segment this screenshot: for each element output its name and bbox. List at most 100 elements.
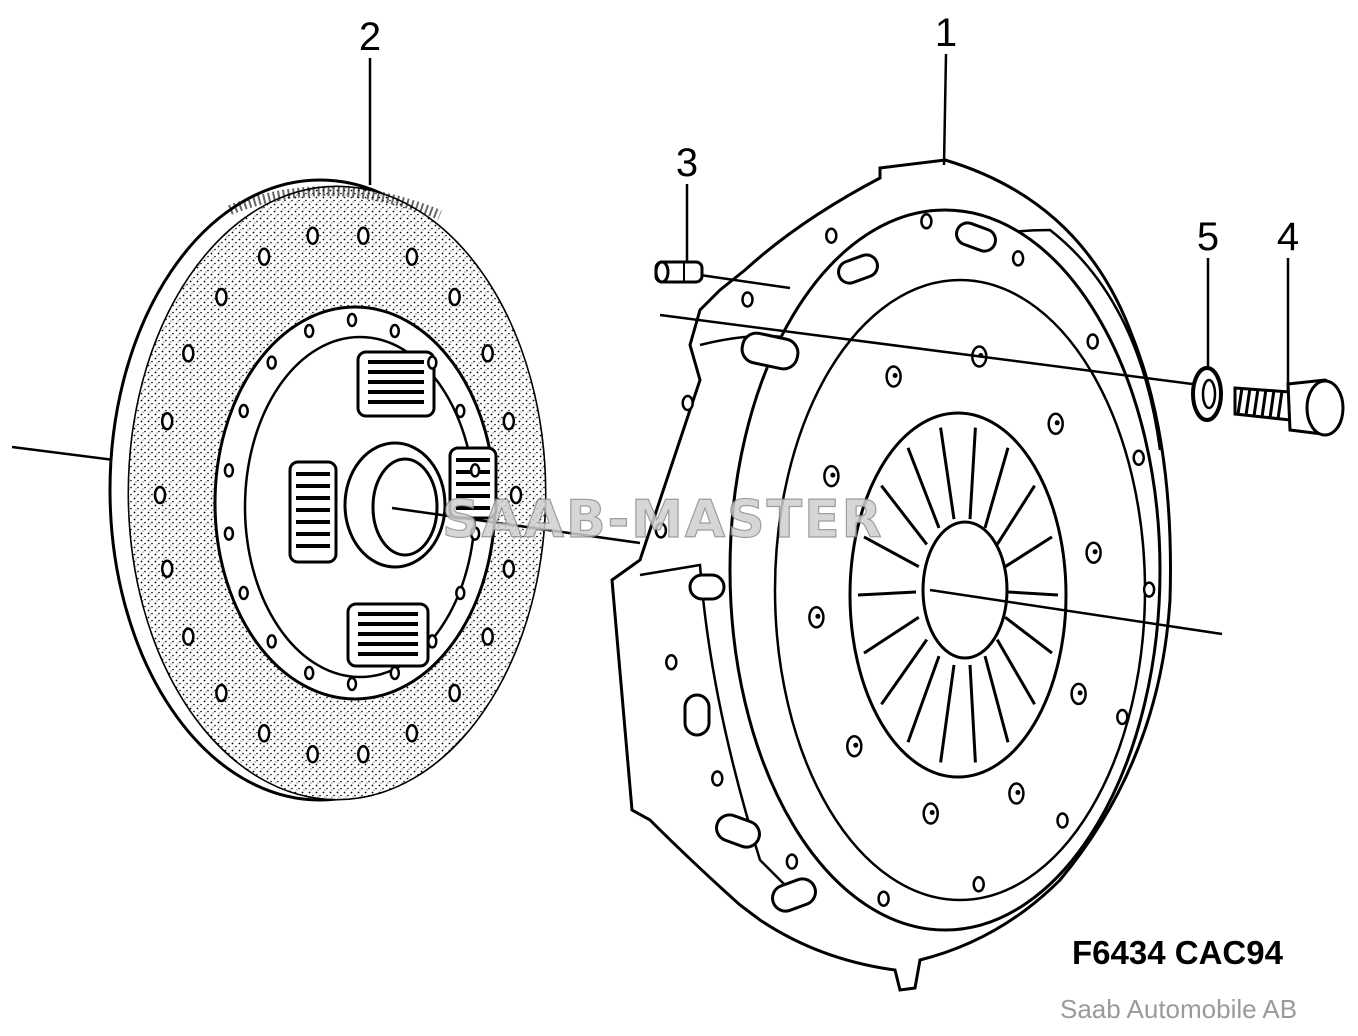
plate-rivet-hole [238, 585, 249, 601]
callout-4: 4 [1277, 215, 1299, 390]
diaphragm-finger-slot [983, 655, 1010, 743]
lining-rivet-hole [215, 683, 228, 703]
figure-code: F6434 CAC94 [1072, 934, 1283, 971]
lining-rivet-hole [502, 411, 516, 431]
axis-line-right [929, 588, 1223, 636]
plate-rivet-hole [266, 634, 277, 649]
cover-bolt-hole-center [815, 613, 821, 619]
diaphragm-finger-slot [863, 535, 920, 569]
watermark: SAAB-MASTER [442, 490, 884, 550]
plate-rivet-hole [455, 585, 466, 601]
cover-bolt-hole-center [929, 810, 935, 815]
diaphragm-finger-slot [1004, 535, 1053, 568]
plate-rivet-hole [427, 355, 438, 370]
diaphragm-finger-slot [906, 447, 941, 529]
cover-bolt-hole-center [853, 742, 859, 748]
diaphragm-center [921, 520, 1009, 660]
callout-1: 1 [935, 11, 957, 166]
lining-rivet-hole [160, 411, 174, 431]
diaphragm-finger-slot [880, 638, 929, 706]
damper-spring-top [356, 350, 436, 418]
pressure-plate [610, 158, 1223, 992]
lining-rivet-hole [481, 344, 494, 363]
lining-rivet-hole [357, 226, 370, 245]
cover-bolt-hole-center [1054, 420, 1060, 426]
lining-rivet-hole [153, 485, 167, 505]
lining-rivet-hole [257, 247, 271, 266]
lining-rivet-hole [182, 627, 195, 646]
callout-number-1: 1 [935, 11, 957, 55]
clutch-disc [11, 178, 641, 802]
plate-rivet-hole [469, 526, 481, 541]
diaphragm-finger-slot [857, 590, 917, 597]
plate-rivet-hole [346, 312, 358, 328]
axis-line-bolt [659, 313, 1201, 387]
plate-rivet-hole [223, 526, 235, 541]
diaphragm-finger-slot [995, 638, 1036, 706]
flange-hole [741, 291, 754, 308]
lining-rivet-hole [357, 745, 370, 764]
diaphragm-finger-slot [968, 664, 977, 763]
flange-hole [825, 227, 838, 244]
washer [1191, 366, 1223, 422]
diaphragm-finger-slot [939, 664, 956, 763]
lining-rivet-hole [481, 627, 494, 646]
callout-3: 3 [676, 141, 698, 262]
lining-rivet-hole [160, 559, 174, 579]
lining-rivet-hole [215, 287, 228, 307]
damper-spring-left [288, 460, 338, 564]
diaphragm-finger-slot [995, 484, 1036, 546]
cover-bolt-hole-center [830, 472, 836, 478]
flange-hole [1056, 812, 1069, 829]
cover-bolt-hole-center [892, 373, 898, 378]
plate-rivet-hole [469, 463, 481, 478]
flange-hole [877, 890, 890, 907]
dowel-pin [654, 260, 704, 284]
cover-bolt-hole-center [1092, 549, 1098, 555]
plate-rivet-hole [389, 323, 401, 339]
diaphragm-finger-slot [863, 616, 920, 655]
leader-line-1 [942, 53, 948, 166]
axis-line-center [391, 506, 641, 545]
plate-rivet-hole [346, 676, 358, 692]
bolt [1233, 378, 1345, 437]
lining-rivet-hole [502, 559, 516, 579]
plate-rivet-hole [303, 665, 315, 681]
diaphragm-finger-slot [1004, 616, 1053, 655]
plate-rivet-hole [455, 403, 466, 419]
copyright-text: Saab Automobile AB [1060, 994, 1298, 1024]
lining-rivet-hole [306, 226, 319, 245]
flange-hole [711, 770, 724, 787]
cover-slots [683, 221, 997, 913]
lining-rivet-hole [509, 485, 523, 505]
flange-hole [1011, 250, 1025, 267]
callout-number-3: 3 [676, 141, 698, 185]
plate-rivet-hole [223, 463, 235, 478]
disc-rivet-holes [153, 226, 523, 764]
flange-hole [1132, 449, 1145, 467]
diaphragm-finger-slot [906, 655, 941, 743]
disc-hub-bore [371, 457, 439, 557]
flange-hole [1086, 333, 1099, 350]
diaphragm-fingers [857, 427, 1059, 763]
plate-rivet-hole [389, 665, 401, 681]
diaphragm-finger-slot [939, 427, 956, 520]
callout-5: 5 [1197, 215, 1219, 368]
diaphragm-finger-slot [880, 484, 928, 546]
lining-rivet-hole [257, 724, 271, 743]
cover-bolt-hole-center [1077, 690, 1083, 696]
plate-rivet-hole [238, 403, 249, 419]
diaphragm-finger-slot [968, 427, 977, 520]
callout-number-4: 4 [1277, 215, 1299, 259]
flange-hole [920, 213, 933, 230]
flange-hole [654, 522, 668, 539]
lining-rivet-hole [405, 247, 419, 266]
flange-hole [665, 653, 678, 671]
plate-rivet-hole [266, 355, 277, 370]
callout-2: 2 [359, 15, 381, 185]
callout-number-2: 2 [359, 15, 381, 59]
diaphragm-finger-slot [1007, 590, 1059, 597]
plate-rivet-hole [303, 323, 315, 339]
lining-rivet-hole [306, 745, 319, 764]
